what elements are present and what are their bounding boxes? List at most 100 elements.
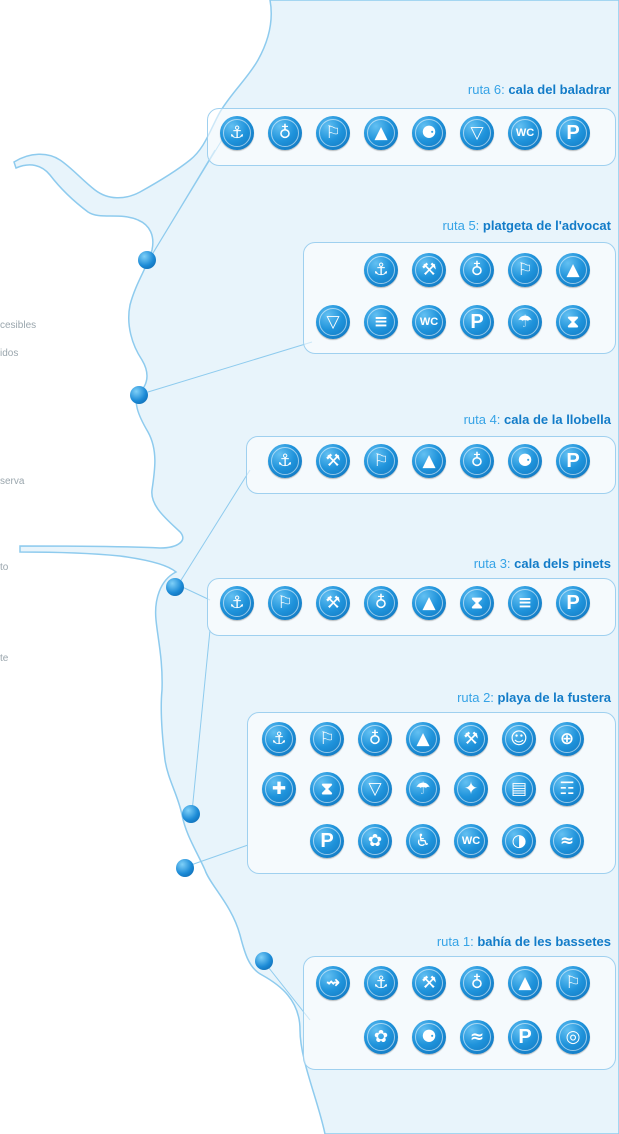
- kayaking-icon[interactable]: ⚓: [268, 444, 302, 478]
- snorkel-glyph: ♁: [470, 451, 484, 471]
- beach-marker-3[interactable]: [166, 578, 184, 596]
- hiking-icon[interactable]: ⚒: [454, 722, 488, 756]
- windsurf-icon[interactable]: ⚐: [508, 253, 542, 287]
- windsurf-icon[interactable]: ⚐: [364, 444, 398, 478]
- windsurf-icon[interactable]: ⚐: [556, 966, 590, 1000]
- shower-icon[interactable]: ☂: [406, 772, 440, 806]
- kayaking-glyph: ⚓: [277, 451, 293, 471]
- beach-marker-6[interactable]: [138, 251, 156, 269]
- beach-marker-5[interactable]: [130, 386, 148, 404]
- water-glyph: ≈: [559, 831, 575, 851]
- snorkel-icon[interactable]: ♁: [460, 444, 494, 478]
- sailing-icon[interactable]: ▲: [412, 444, 446, 478]
- cocktail-glyph: ▽: [470, 123, 484, 143]
- snorkel-icon[interactable]: ♁: [460, 966, 494, 1000]
- kayaking-icon[interactable]: ⚓: [220, 586, 254, 620]
- flower-icon[interactable]: ✿: [364, 1020, 398, 1054]
- shower-icon[interactable]: ☂: [508, 305, 542, 339]
- windsurf-icon[interactable]: ⚐: [316, 116, 350, 150]
- kayaking-icon[interactable]: ⚓: [364, 253, 398, 287]
- restaurant-icon[interactable]: ◎: [556, 1020, 590, 1054]
- rocks-icon[interactable]: ⚈: [508, 444, 542, 478]
- rocks-icon[interactable]: ⚈: [412, 1020, 446, 1054]
- cocktail-icon[interactable]: ▽: [316, 305, 350, 339]
- playground-icon[interactable]: ✦: [454, 772, 488, 806]
- route-1-name: bahía de les bassetes: [477, 934, 611, 949]
- legend-fragment-3: serva: [0, 476, 25, 487]
- flower-glyph: ✿: [367, 831, 383, 851]
- kayaking-icon[interactable]: ⚓: [262, 722, 296, 756]
- route-4-prefix: ruta 4:: [463, 412, 501, 427]
- kayaking-icon[interactable]: ⚓: [364, 966, 398, 1000]
- parking-icon[interactable]: P: [310, 824, 344, 858]
- shower-glyph: ☂: [517, 312, 533, 332]
- diving-icon[interactable]: ⇝: [316, 966, 350, 1000]
- windsurf-icon[interactable]: ⚐: [268, 586, 302, 620]
- route-5-prefix: ruta 5:: [442, 218, 480, 233]
- route-6-name: cala del baladrar: [508, 82, 611, 97]
- hiking-icon[interactable]: ⚒: [412, 966, 446, 1000]
- snorkel-icon[interactable]: ♁: [364, 586, 398, 620]
- windsurf-icon[interactable]: ⚐: [310, 722, 344, 756]
- snorkel-glyph: ♁: [278, 123, 292, 143]
- sailing-glyph: ▲: [422, 451, 436, 471]
- sailing-glyph: ▲: [422, 593, 436, 613]
- stones-icon[interactable]: ≡: [508, 586, 542, 620]
- hiking-icon[interactable]: ⚒: [316, 586, 350, 620]
- legend-fragment-1: cesibles: [0, 320, 37, 331]
- hourglass-glyph: ⧗: [567, 312, 579, 332]
- beach-marker-2b[interactable]: [176, 859, 194, 877]
- picnic-glyph: ☶: [559, 779, 575, 799]
- route-2-prefix: ruta 2:: [457, 690, 494, 705]
- legend-fragment-2: idos: [0, 348, 19, 359]
- snorkel-icon[interactable]: ♁: [268, 116, 302, 150]
- sailing-icon[interactable]: ▲: [406, 722, 440, 756]
- parking-icon[interactable]: P: [556, 586, 590, 620]
- leader-line-4: [177, 469, 251, 586]
- sailing-icon[interactable]: ▲: [508, 966, 542, 1000]
- beach-ball-icon[interactable]: ◑: [502, 824, 536, 858]
- water-icon[interactable]: ≈: [460, 1020, 494, 1054]
- parking-label: P: [320, 830, 334, 852]
- lifebuoy-icon[interactable]: ⊕: [550, 722, 584, 756]
- first-aid-glyph: ✚: [271, 779, 287, 799]
- wc-icon[interactable]: WC: [412, 305, 446, 339]
- windsurf-glyph: ⚐: [277, 593, 293, 613]
- sailing-icon[interactable]: ▲: [556, 253, 590, 287]
- route-3-prefix: ruta 3:: [473, 556, 511, 571]
- water-icon[interactable]: ≈: [550, 824, 584, 858]
- parking-icon[interactable]: P: [556, 444, 590, 478]
- cocktail-icon[interactable]: ▽: [460, 116, 494, 150]
- hourglass-icon[interactable]: ⧗: [460, 586, 494, 620]
- picnic-icon[interactable]: ☶: [550, 772, 584, 806]
- parking-icon[interactable]: P: [460, 305, 494, 339]
- beach-marker-2a[interactable]: [182, 805, 200, 823]
- snorkel-icon[interactable]: ♁: [358, 722, 392, 756]
- first-aid-icon[interactable]: ✚: [262, 772, 296, 806]
- parking-icon[interactable]: P: [508, 1020, 542, 1054]
- lifeguard-icon[interactable]: ☺: [502, 722, 536, 756]
- wheelchair-icon[interactable]: ♿: [406, 824, 440, 858]
- snorkel-glyph: ♁: [368, 729, 382, 749]
- hiking-icon[interactable]: ⚒: [412, 253, 446, 287]
- rocks-icon[interactable]: ⚈: [412, 116, 446, 150]
- kayaking-icon[interactable]: ⚓: [220, 116, 254, 150]
- hourglass-icon[interactable]: ⧗: [310, 772, 344, 806]
- wc-icon[interactable]: WC: [508, 116, 542, 150]
- snorkel-icon[interactable]: ♁: [460, 253, 494, 287]
- sailing-glyph: ▲: [518, 973, 532, 993]
- flower-icon[interactable]: ✿: [358, 824, 392, 858]
- wc-icon[interactable]: WC: [454, 824, 488, 858]
- stones-icon[interactable]: ≡: [364, 305, 398, 339]
- sailing-icon[interactable]: ▲: [364, 116, 398, 150]
- cocktail-icon[interactable]: ▽: [358, 772, 392, 806]
- diving-glyph: ⇝: [325, 973, 341, 993]
- cocktail-glyph: ▽: [326, 312, 340, 332]
- library-icon[interactable]: ▤: [502, 772, 536, 806]
- legend-fragment-4: to: [0, 562, 9, 573]
- hourglass-icon[interactable]: ⧗: [556, 305, 590, 339]
- hiking-icon[interactable]: ⚒: [316, 444, 350, 478]
- beach-marker-1[interactable]: [255, 952, 273, 970]
- sailing-icon[interactable]: ▲: [412, 586, 446, 620]
- parking-icon[interactable]: P: [556, 116, 590, 150]
